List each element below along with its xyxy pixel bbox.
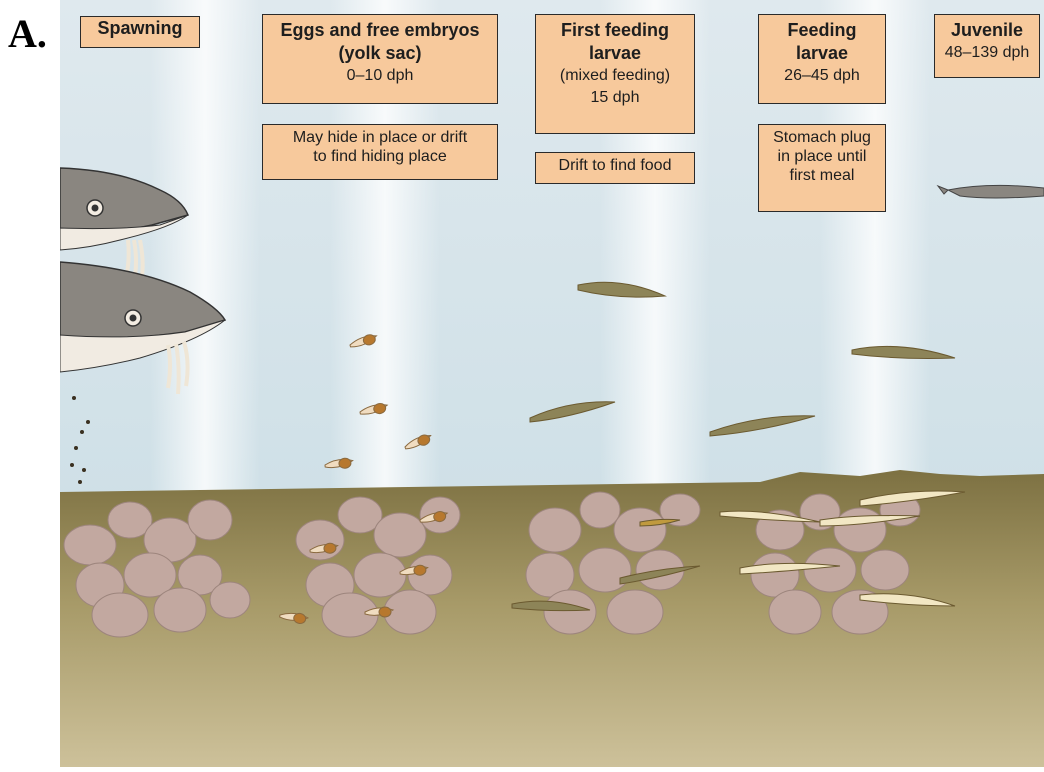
stage-title: larvae <box>759 42 885 65</box>
stage-age: 48–139 dph <box>935 42 1039 64</box>
stage-age: 26–45 dph <box>759 65 885 87</box>
stage-label-feeding: Feeding larvae 26–45 dph <box>758 14 886 104</box>
stage-title: First feeding <box>536 19 694 42</box>
stage-title: larvae <box>536 42 694 65</box>
note-line: first meal <box>763 166 881 185</box>
stage-label-juvenile: Juvenile 48–139 dph <box>934 14 1040 78</box>
note-line: Drift to find food <box>540 156 690 175</box>
note-line: to find hiding place <box>267 147 493 166</box>
stage-label-spawning: Spawning <box>80 16 200 48</box>
stage-title: Eggs and free embryos <box>263 19 497 42</box>
life-stage-scene: Spawning Eggs and free embryos (yolk sac… <box>60 0 1044 767</box>
stage-label-first-feeding: First feeding larvae (mixed feeding) 15 … <box>535 14 695 134</box>
stage-note-eggs-embryos: May hide in place or drift to find hidin… <box>262 124 498 180</box>
stage-subtitle: (yolk sac) <box>263 42 497 65</box>
stage-age: 15 dph <box>536 87 694 109</box>
note-line: May hide in place or drift <box>267 128 493 147</box>
water-light-ray <box>150 0 260 500</box>
stage-label-eggs-embryos: Eggs and free embryos (yolk sac) 0–10 dp… <box>262 14 498 104</box>
stage-title: Juvenile <box>935 19 1039 42</box>
stage-subtitle: (mixed feeding) <box>536 65 694 87</box>
stage-age: 0–10 dph <box>263 65 497 87</box>
stage-title: Feeding <box>759 19 885 42</box>
stage-note-first-feeding: Drift to find food <box>535 152 695 184</box>
panel-letter: A. <box>8 10 47 57</box>
stage-title: Spawning <box>81 17 199 40</box>
stage-note-feeding: Stomach plug in place until first meal <box>758 124 886 212</box>
note-line: in place until <box>763 147 881 166</box>
note-line: Stomach plug <box>763 128 881 147</box>
